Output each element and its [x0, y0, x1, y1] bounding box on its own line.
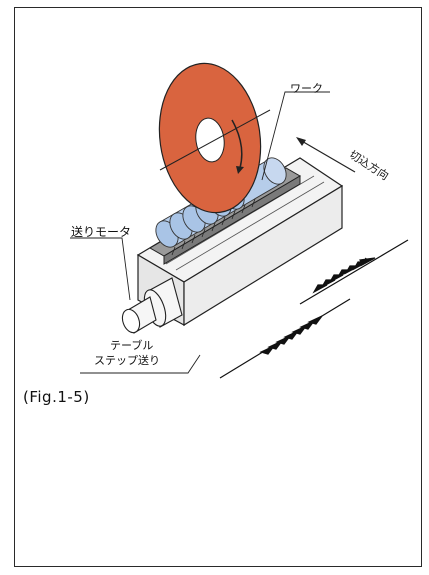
- motor-leader: [70, 237, 131, 301]
- leader-lines: [70, 91, 330, 374]
- infeed-direction-arrow: [296, 137, 356, 173]
- table-step-feed-label-line1: テーブル: [110, 339, 154, 352]
- table-step-leader: [80, 354, 201, 374]
- figure-caption: (Fig.1-5): [23, 388, 90, 406]
- grinding-wheel: [158, 62, 271, 214]
- feed-motor-label: 送りモータ: [71, 225, 132, 239]
- feed-motor: [121, 277, 183, 334]
- base-side-face: [183, 184, 343, 327]
- table-feed-arrows: [219, 239, 409, 379]
- work-leader: [261, 91, 330, 181]
- work-label: ワーク: [290, 82, 323, 95]
- table-step-feed-label-line2: ステップ送り: [94, 354, 160, 367]
- figure-frame: [14, 7, 422, 567]
